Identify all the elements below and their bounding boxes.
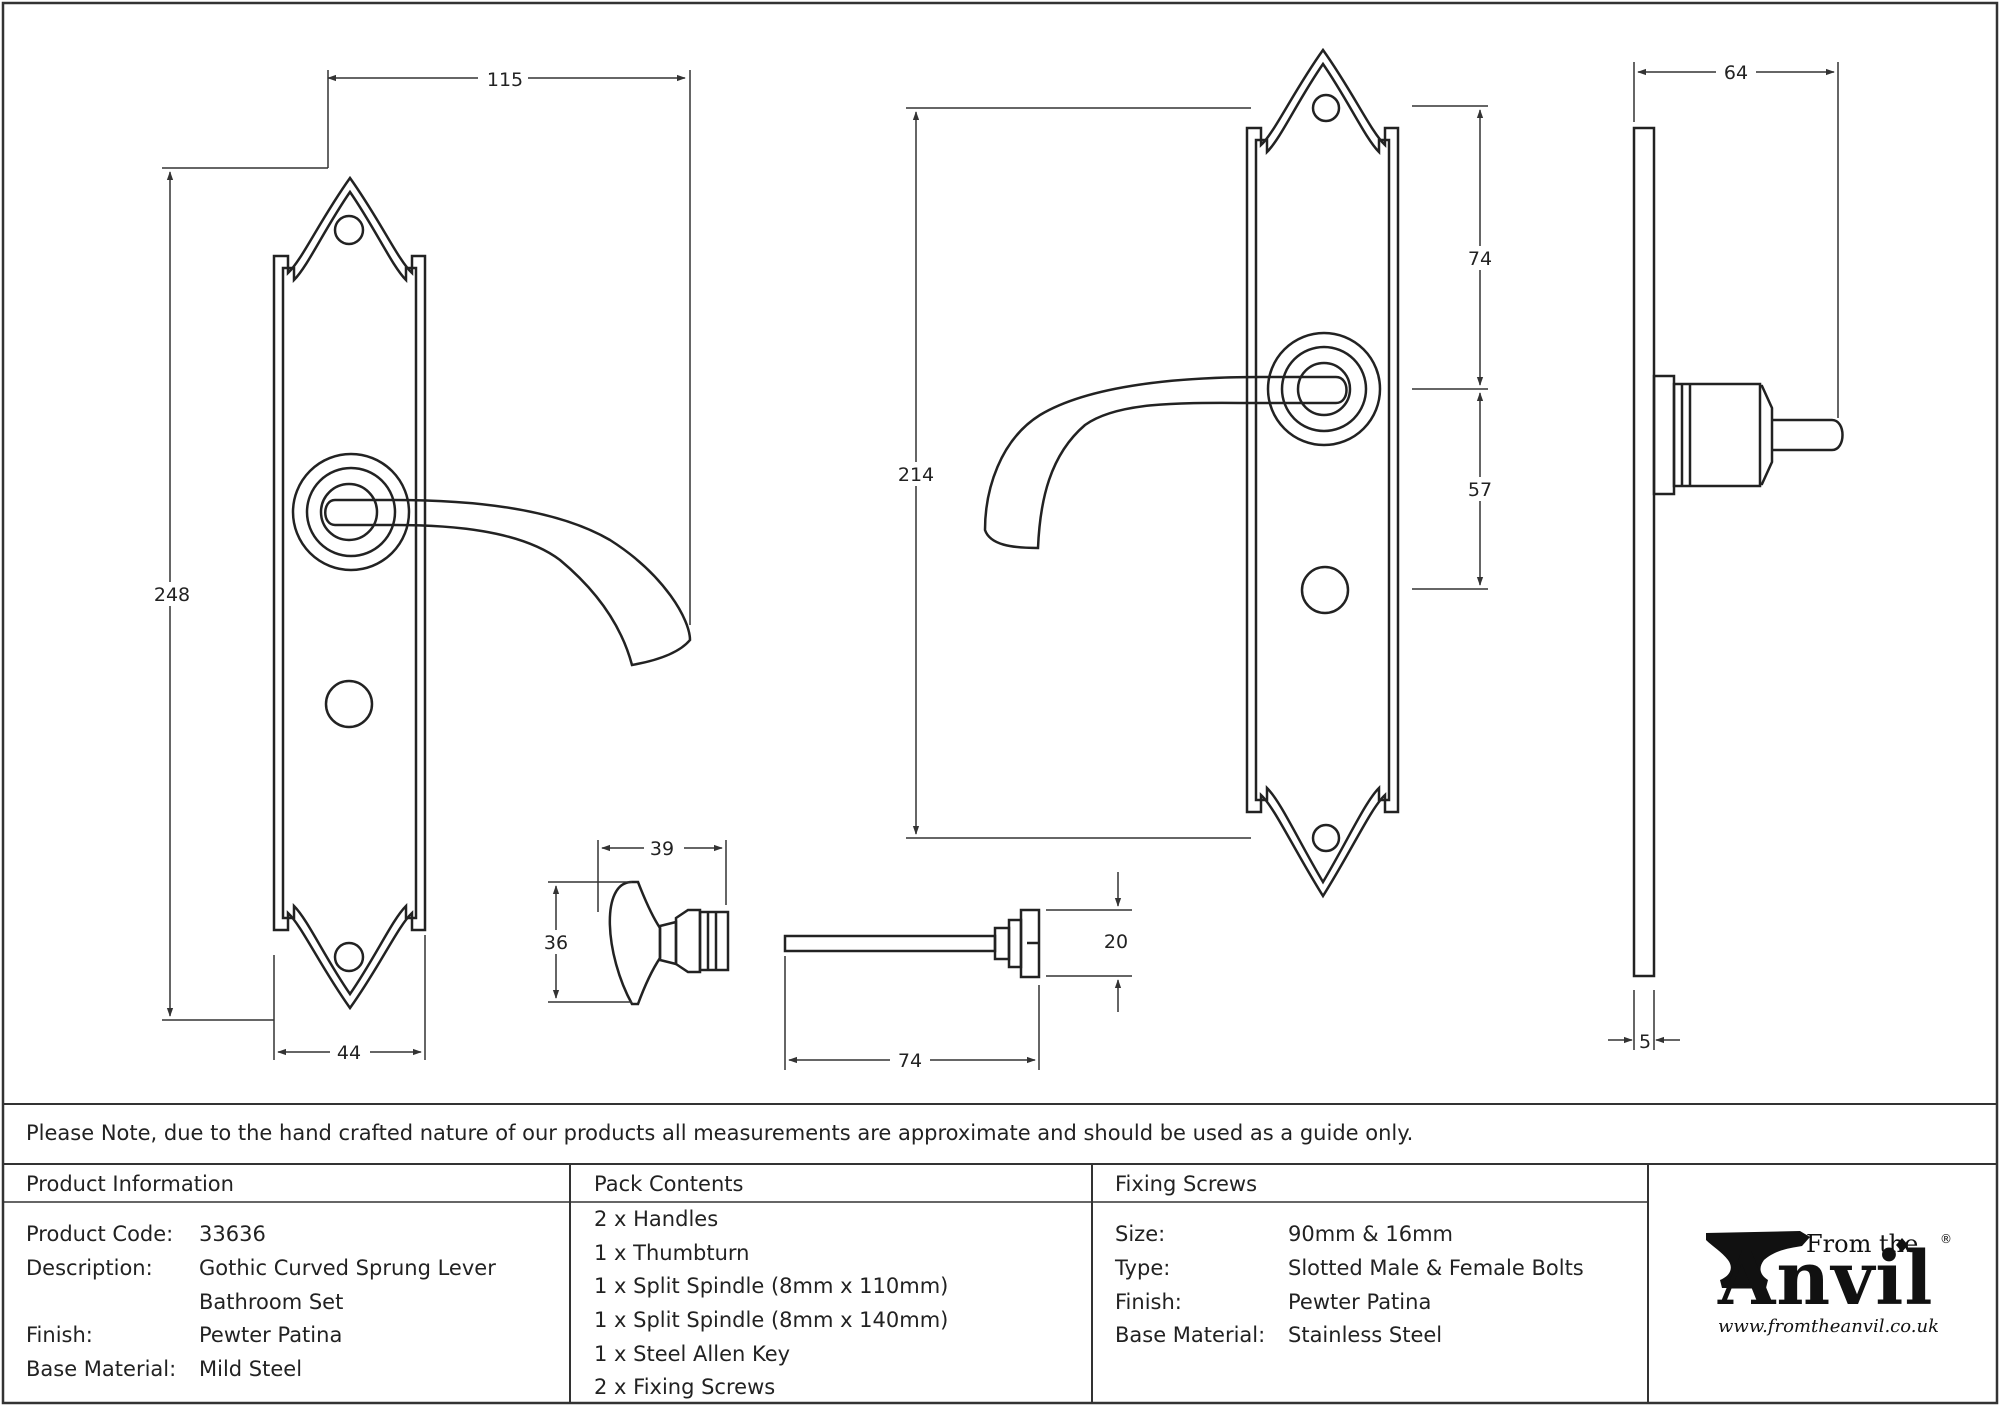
pack-item: 1 x Steel Allen Key bbox=[594, 1342, 791, 1366]
side-view-handle bbox=[1632, 126, 1844, 978]
rear-dimensions bbox=[906, 105, 1488, 839]
product-info-heading: Product Information bbox=[26, 1172, 234, 1196]
dim-side-thickness: 5 bbox=[1639, 1031, 1651, 1053]
spindle-dimensions bbox=[784, 872, 1132, 1070]
screw-size-label: Size: bbox=[1115, 1222, 1166, 1246]
screw-size-value: 90mm & 16mm bbox=[1288, 1222, 1453, 1246]
logo-anvil-wordmark: Anvil bbox=[1718, 1236, 1934, 1322]
dim-front-height: 248 bbox=[154, 584, 190, 606]
pack-item: 1 x Split Spindle (8mm x 140mm) bbox=[594, 1308, 949, 1332]
screw-type-label: Type: bbox=[1115, 1256, 1171, 1280]
dim-side-projection: 64 bbox=[1724, 62, 1748, 84]
thumbturn-drawing bbox=[608, 880, 730, 1006]
front-view-handle bbox=[272, 175, 692, 1011]
dim-rear-height: 214 bbox=[898, 464, 934, 486]
pack-item: 1 x Split Spindle (8mm x 110mm) bbox=[594, 1274, 949, 1298]
info-table-grid bbox=[3, 1103, 1997, 1403]
pack-contents-heading: Pack Contents bbox=[594, 1172, 744, 1196]
screw-finish-label: Finish: bbox=[1115, 1290, 1182, 1314]
base-material-value: Mild Steel bbox=[199, 1357, 303, 1381]
screw-finish-value: Pewter Patina bbox=[1288, 1290, 1432, 1314]
dim-spindle-head: 20 bbox=[1104, 931, 1128, 953]
logo-website-url: www.fromtheanvil.co.uk bbox=[1718, 1316, 1940, 1337]
description-label: Description: bbox=[26, 1256, 153, 1280]
finish-label: Finish: bbox=[26, 1323, 93, 1347]
logo-registered-mark: ® bbox=[1940, 1232, 1952, 1246]
product-code-value: 33636 bbox=[199, 1222, 266, 1246]
dim-thumbturn-length: 39 bbox=[650, 838, 674, 860]
dim-spindle-length: 74 bbox=[898, 1050, 922, 1072]
anvil-logo-icon bbox=[1706, 1231, 1810, 1288]
rear-view-handle bbox=[983, 47, 1400, 899]
fixing-screws-heading: Fixing Screws bbox=[1115, 1172, 1258, 1196]
measurement-note: Please Note, due to the hand crafted nat… bbox=[26, 1121, 1414, 1145]
base-material-label: Base Material: bbox=[26, 1357, 177, 1381]
pack-item: 1 x Thumbturn bbox=[594, 1241, 750, 1265]
screw-base-material-label: Base Material: bbox=[1115, 1323, 1266, 1347]
dim-front-width-top: 115 bbox=[487, 69, 523, 91]
screw-type-value: Slotted Male & Female Bolts bbox=[1288, 1256, 1584, 1280]
finish-value: Pewter Patina bbox=[199, 1323, 343, 1347]
screw-base-material-value: Stainless Steel bbox=[1288, 1323, 1443, 1347]
side-dimensions bbox=[1608, 62, 1839, 1050]
logo-diamond-icon bbox=[1896, 1238, 1908, 1252]
product-code-label: Product Code: bbox=[26, 1222, 174, 1246]
dim-rear-upper: 74 bbox=[1468, 248, 1492, 270]
description-value: Gothic Curved Sprung Lever bbox=[199, 1256, 496, 1280]
spindle-drawing bbox=[783, 908, 1041, 979]
pack-item: 2 x Fixing Screws bbox=[594, 1375, 776, 1399]
dim-rear-lower: 57 bbox=[1468, 479, 1492, 501]
pack-item: 2 x Handles bbox=[594, 1207, 719, 1231]
logo-from-the: From the bbox=[1806, 1230, 1919, 1258]
description-value-line2: Bathroom Set bbox=[199, 1290, 344, 1314]
dim-thumbturn-height: 36 bbox=[544, 932, 568, 954]
dim-front-base-width: 44 bbox=[337, 1042, 361, 1064]
